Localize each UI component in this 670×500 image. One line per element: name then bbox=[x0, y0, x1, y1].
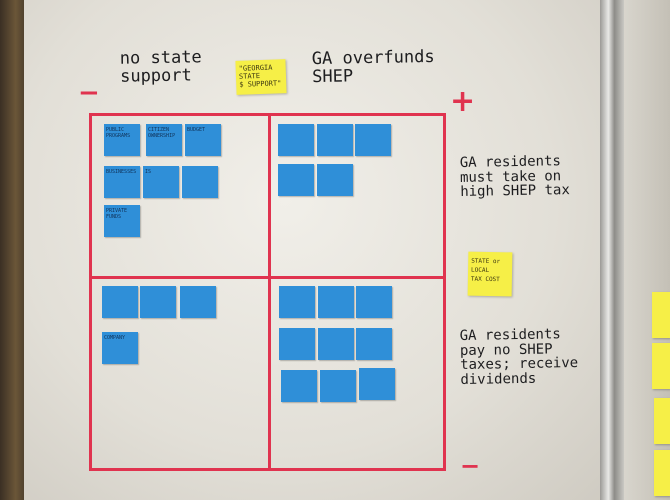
blue-note bbox=[182, 166, 218, 198]
whiteboard-frame bbox=[600, 0, 624, 500]
grid-left-line bbox=[89, 113, 92, 471]
wall-edge-left bbox=[0, 0, 26, 500]
sticky-georgia-state-support: "GEORGIA STATE $ SUPPORT" bbox=[235, 59, 287, 95]
whiteboard bbox=[24, 0, 604, 500]
blue-note: COMPANY bbox=[102, 332, 138, 364]
blue-note bbox=[317, 164, 353, 196]
label-ga-residents-high-tax: GA residents must take on high SHEP tax bbox=[459, 153, 570, 201]
blue-note: CITIZEN OWNERSHIP bbox=[146, 124, 182, 156]
grid-horizontal-divider bbox=[90, 276, 446, 279]
blue-note bbox=[318, 328, 354, 360]
blue-note bbox=[356, 286, 392, 318]
grid-right-line bbox=[443, 113, 446, 471]
blue-note bbox=[281, 370, 317, 402]
sticky-partial bbox=[652, 343, 670, 389]
blue-note bbox=[140, 286, 176, 318]
sticky-state-local-tax-cost: STATE or LOCAL TAX COST bbox=[467, 251, 513, 297]
blue-note bbox=[318, 286, 354, 318]
blue-note bbox=[279, 286, 315, 318]
sticky-partial bbox=[654, 450, 670, 496]
blue-note bbox=[278, 164, 314, 196]
blue-note bbox=[317, 124, 353, 156]
blue-note bbox=[278, 124, 314, 156]
blue-note bbox=[279, 328, 315, 360]
minus-mark-bottom-right: − bbox=[460, 452, 481, 480]
blue-note bbox=[320, 370, 356, 402]
sticky-partial bbox=[652, 292, 670, 338]
blue-note: PRIVATE FUNDS bbox=[104, 205, 140, 237]
label-ga-residents-no-tax: GA residents pay no SHEP taxes; receive … bbox=[459, 326, 579, 389]
sticky-partial bbox=[654, 398, 670, 444]
label-no-state-support: no state support bbox=[119, 47, 202, 87]
blue-note: IS bbox=[143, 166, 179, 198]
blue-note bbox=[355, 124, 391, 156]
blue-note bbox=[359, 368, 395, 400]
blue-note bbox=[356, 328, 392, 360]
blue-note: BUSINESSES bbox=[104, 166, 140, 198]
blue-note: PUBLIC PROGRAMS bbox=[104, 124, 140, 156]
blue-note bbox=[180, 286, 216, 318]
label-ga-overfunds-shep: GA overfunds SHEP bbox=[311, 46, 435, 87]
blue-note: BUDGET bbox=[185, 124, 221, 156]
grid-vertical-divider bbox=[268, 113, 271, 471]
plus-mark-top-right: + bbox=[450, 84, 476, 119]
blue-note bbox=[102, 286, 138, 318]
minus-mark-top-left: − bbox=[78, 78, 100, 108]
